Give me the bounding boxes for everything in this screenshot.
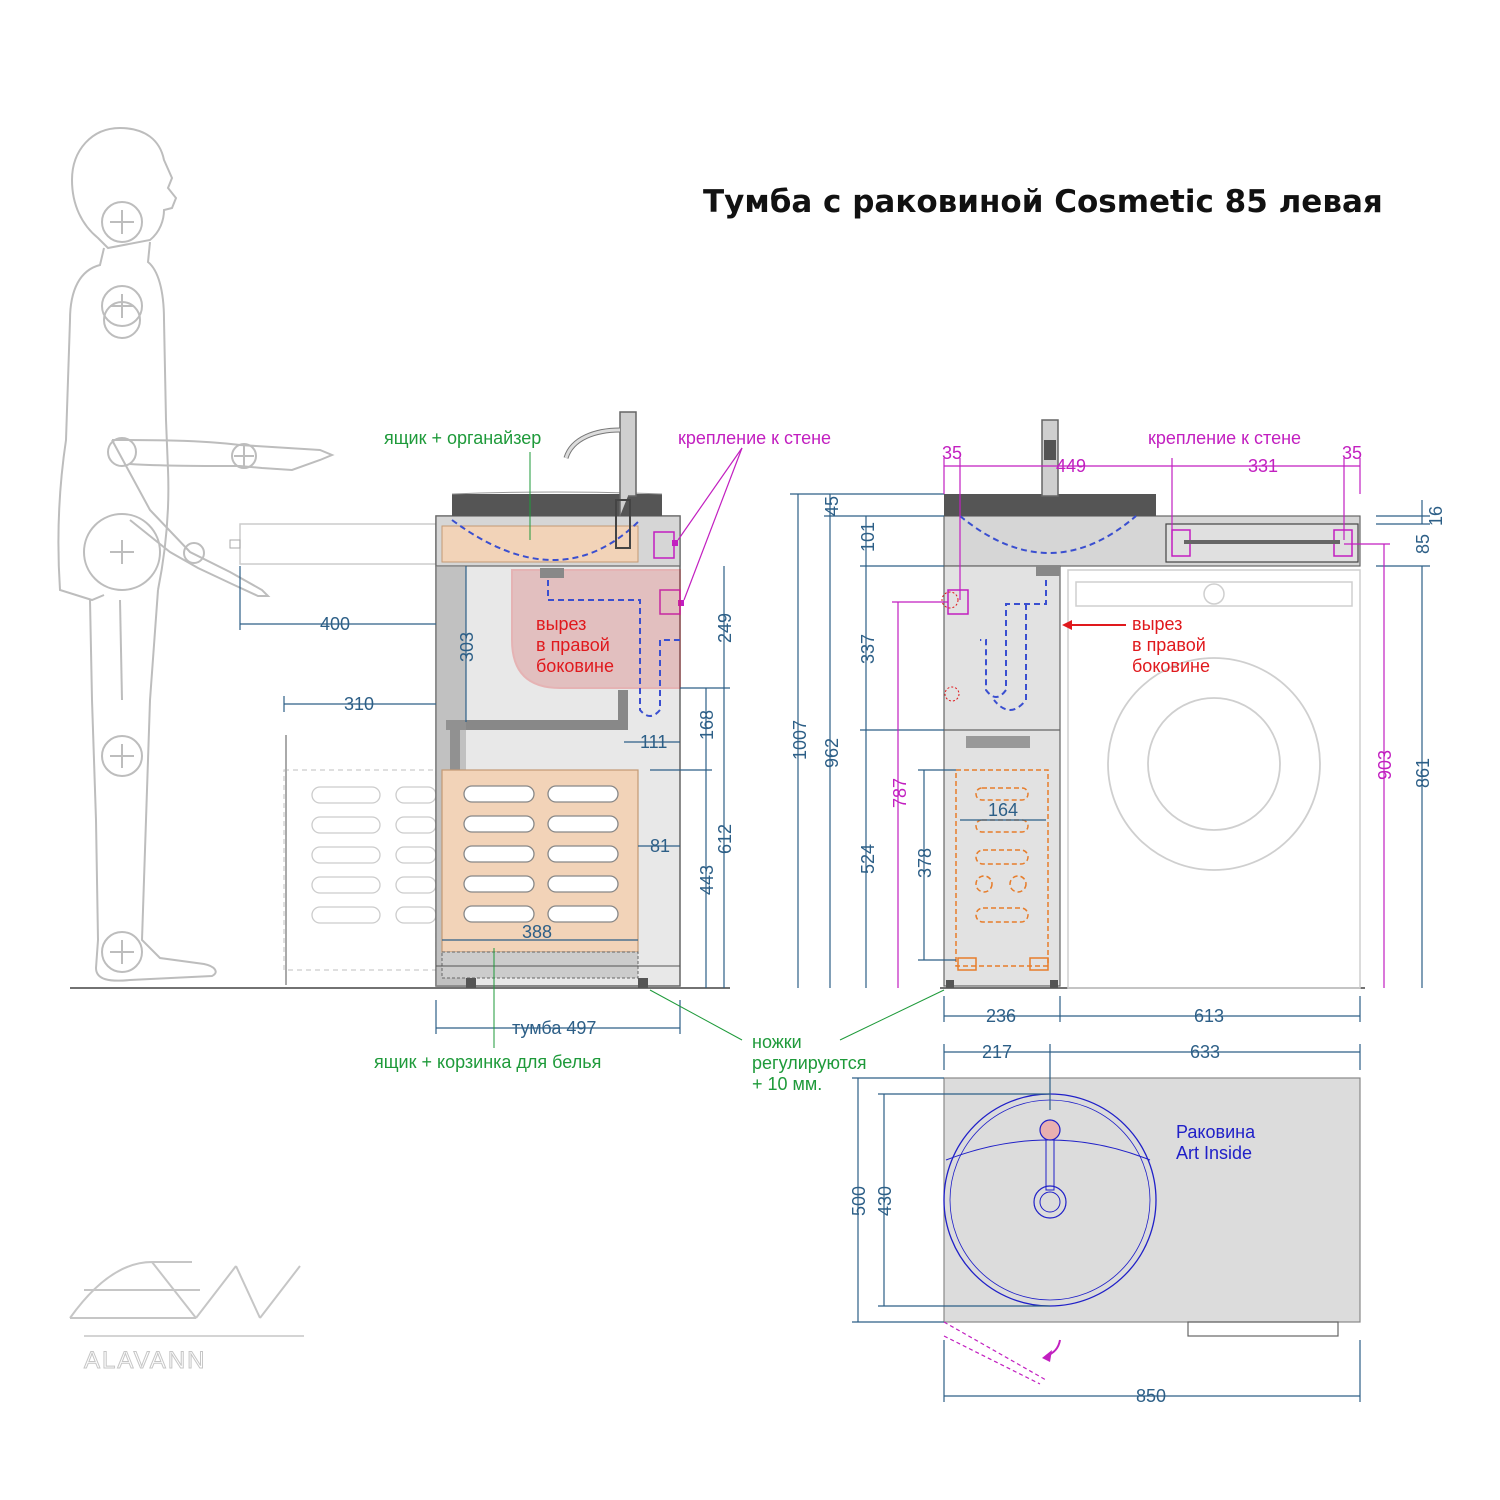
dim-443: 443 [697, 865, 717, 895]
dim-85: 85 [1413, 534, 1433, 554]
dim-850: 850 [1136, 1386, 1166, 1406]
label-cabinet-width: тумба 497 [512, 1018, 596, 1038]
dim-111: 111 [640, 732, 667, 752]
dim-303: 303 [457, 632, 477, 662]
dim-1007: 1007 [790, 720, 810, 760]
dim-449: 449 [1056, 456, 1086, 476]
dim-35-right: 35 [1342, 443, 1362, 463]
label-drawer-basket: ящик + корзинка для белья [374, 1052, 601, 1072]
logo-text: ALAVANN [84, 1347, 206, 1374]
label-cutout-front-3: боковине [1132, 656, 1210, 676]
label-sink-1: Раковина [1176, 1122, 1256, 1142]
label-wall-mount-front: крепление к стене [1148, 428, 1301, 448]
label-cutout-front-2: в правой [1132, 635, 1206, 655]
label-legs-1: ножки [752, 1032, 802, 1052]
dim-962: 962 [822, 738, 842, 768]
human-figure [57, 126, 335, 982]
dim-500: 500 [849, 1186, 869, 1216]
dim-430: 430 [875, 1186, 895, 1216]
label-sink-2: Art Inside [1176, 1143, 1252, 1163]
dim-613: 613 [1194, 1006, 1224, 1026]
dim-164: 164 [988, 800, 1018, 820]
dim-101: 101 [858, 522, 878, 552]
dim-249: 249 [715, 613, 735, 643]
dim-524: 524 [858, 844, 878, 874]
dim-633: 633 [1190, 1042, 1220, 1062]
dim-861: 861 [1413, 758, 1433, 788]
dim-16: 16 [1426, 506, 1446, 526]
label-cutout-side-1: вырез [536, 614, 586, 634]
dim-337: 337 [858, 634, 878, 664]
dim-787: 787 [890, 778, 910, 808]
dim-217: 217 [982, 1042, 1012, 1062]
dim-903: 903 [1375, 750, 1395, 780]
alavann-logo [69, 1261, 304, 1337]
page-title: Тумба с раковиной Cosmetic 85 левая [703, 184, 1383, 220]
dim-45: 45 [822, 496, 842, 516]
label-drawer-organizer: ящик + органайзер [384, 428, 541, 448]
side-view-cabinet [229, 411, 684, 988]
dim-612: 612 [715, 824, 735, 854]
dim-388: 388 [522, 922, 552, 942]
label-cutout-side-2: в правой [536, 635, 610, 655]
top-view [943, 1077, 1361, 1385]
label-legs-2: регулируются [752, 1053, 866, 1073]
label-cutout-front-1: вырез [1132, 614, 1182, 634]
label-legs-3: + 10 мм. [752, 1074, 822, 1094]
dim-400: 400 [320, 614, 350, 634]
label-wall-mount-side: крепление к стене [678, 428, 831, 448]
dim-81: 81 [650, 836, 670, 856]
front-view-cabinet [941, 419, 1361, 989]
dim-331: 331 [1248, 456, 1278, 476]
dim-168: 168 [697, 710, 717, 740]
label-cutout-side-3: боковине [536, 656, 614, 676]
dim-310: 310 [344, 694, 374, 714]
dim-378: 378 [915, 848, 935, 878]
dim-236: 236 [986, 1006, 1016, 1026]
dim-35-left: 35 [942, 443, 962, 463]
